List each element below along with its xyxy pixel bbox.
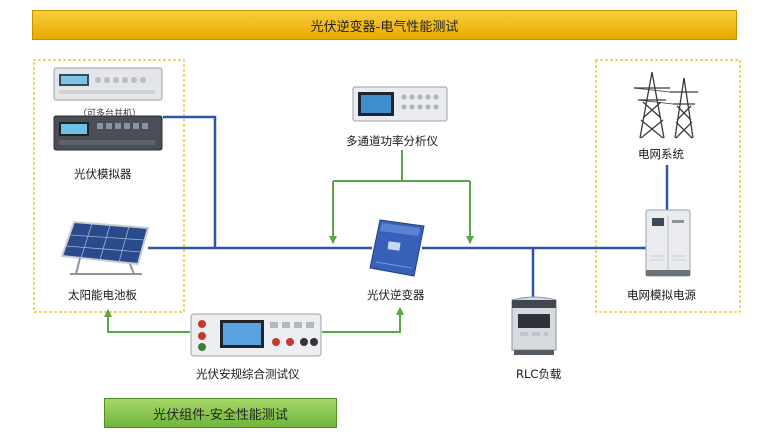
- pv-simulator-feed: [163, 115, 217, 248]
- safety-tester-label: 光伏安规综合测试仪: [196, 367, 300, 381]
- load-cabinet-icon: [511, 296, 557, 355]
- grid-cabinet-icon: [645, 209, 691, 277]
- top-banner: 光伏逆变器-电气性能测试: [32, 10, 737, 40]
- solar-panel-label: 太阳能电池板: [68, 288, 137, 302]
- grid-simulator-label: 电网模拟电源: [627, 288, 696, 302]
- safety-to-inverter: [322, 307, 404, 333]
- pv-simulator-label: 光伏模拟器: [74, 167, 132, 181]
- safety-tester-icon: [190, 313, 322, 357]
- rack-instrument-icon: [53, 67, 163, 151]
- safety-to-panel: [104, 309, 190, 333]
- right-group-frame: [595, 59, 741, 313]
- solar-panel-icon: [60, 220, 150, 275]
- rlc-load-label: RLC负载: [516, 367, 562, 381]
- pv-simulator-note: （可多台并机）: [78, 109, 142, 119]
- inverter-label: 光伏逆变器: [367, 288, 425, 302]
- bottom-banner: 光伏组件-安全性能测试: [104, 398, 337, 428]
- power-analyzer-icon: [352, 86, 448, 122]
- grid-system-label: 电网系统: [638, 147, 684, 161]
- power-analyzer-label: 多通道功率分析仪: [346, 134, 438, 148]
- inverter-icon: [369, 219, 425, 277]
- transmission-tower-icon: [633, 71, 698, 139]
